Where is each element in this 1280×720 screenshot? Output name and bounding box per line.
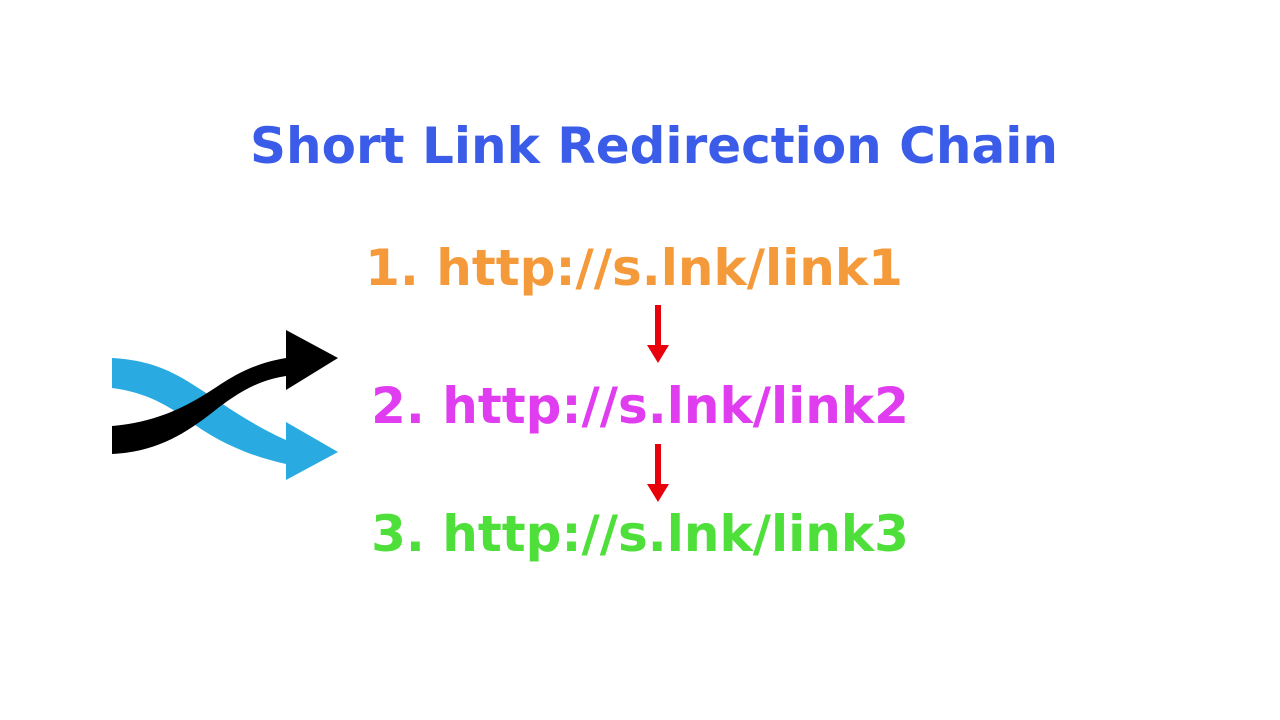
diagram-title: Short Link Redirection Chain [250, 117, 1058, 175]
chain-step-3[interactable]: 3. http://s.lnk/link3 [371, 505, 909, 563]
shuffle-icon [112, 330, 338, 480]
arrow-down-icon [647, 305, 669, 363]
arrow-down-icon [647, 444, 669, 502]
chain-step-2[interactable]: 2. http://s.lnk/link2 [371, 377, 909, 435]
shuffle-blue-arrow [112, 358, 338, 480]
chain-step-1[interactable]: 1. http://s.lnk/link1 [365, 239, 903, 297]
shuffle-black-arrow [112, 330, 338, 454]
